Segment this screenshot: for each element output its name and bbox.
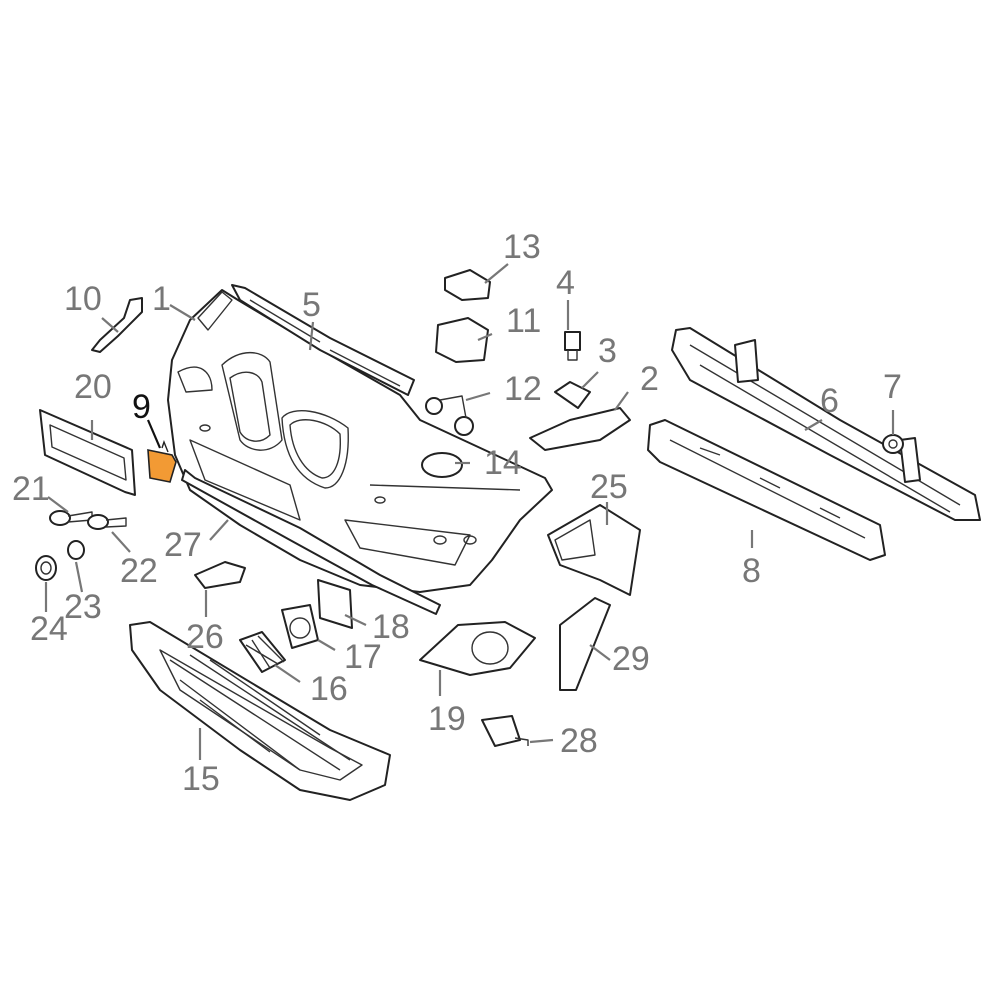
lower-lip-strip-part bbox=[181, 469, 441, 615]
leader-lines bbox=[44, 263, 895, 760]
callout-22: 22 bbox=[120, 552, 158, 590]
callout-18: 18 bbox=[372, 608, 410, 646]
upper-trim-strip-part bbox=[231, 284, 415, 396]
fog-lamp-part bbox=[419, 621, 536, 676]
callout-16: 16 bbox=[310, 670, 348, 708]
callout-19: 19 bbox=[428, 700, 466, 738]
callout-12: 12 bbox=[504, 370, 542, 408]
energy-absorber-part bbox=[647, 419, 886, 561]
callout-6: 6 bbox=[820, 382, 839, 420]
callout-9: 9 bbox=[132, 388, 151, 426]
clip-nut-part bbox=[554, 381, 591, 409]
callout-27: 27 bbox=[164, 526, 202, 564]
clip-26-part bbox=[194, 561, 246, 589]
mount-11-part bbox=[435, 317, 489, 363]
washer-24-part bbox=[35, 555, 57, 581]
callout-10: 10 bbox=[64, 280, 102, 318]
side-bracket-part bbox=[529, 407, 631, 451]
callout-2: 2 bbox=[640, 360, 659, 398]
license-plate-base-part bbox=[39, 409, 136, 496]
reflector-strip-part bbox=[559, 597, 611, 691]
screw-21-part bbox=[49, 510, 93, 526]
bracket-12-part bbox=[425, 395, 474, 436]
callout-21: 21 bbox=[12, 470, 50, 508]
bolt-part bbox=[564, 331, 581, 361]
callout-20: 20 bbox=[74, 368, 112, 406]
callout-14: 14 bbox=[484, 444, 522, 482]
callout-3: 3 bbox=[598, 332, 617, 370]
cover-plate-part bbox=[317, 579, 353, 629]
reinforcement-bar-part bbox=[671, 327, 981, 521]
callout-labels: 1 2 3 4 5 6 7 8 9 10 11 12 13 14 15 16 1… bbox=[12, 228, 902, 798]
sensor-part bbox=[481, 715, 529, 747]
nut-part bbox=[882, 434, 904, 454]
washer-23-part bbox=[67, 540, 85, 560]
callout-26: 26 bbox=[186, 618, 224, 656]
mesh-insert-part bbox=[239, 631, 286, 673]
washer-cap-part bbox=[421, 452, 463, 478]
air-duct-part bbox=[547, 504, 641, 596]
callout-7: 7 bbox=[883, 368, 902, 406]
bracket-highlighted-part bbox=[147, 439, 177, 483]
callout-8: 8 bbox=[742, 552, 761, 590]
callout-1: 1 bbox=[152, 280, 171, 318]
callout-17: 17 bbox=[344, 638, 382, 676]
callout-28: 28 bbox=[560, 722, 598, 760]
callout-25: 25 bbox=[590, 468, 628, 506]
lower-grille-part bbox=[129, 621, 391, 801]
wire-bracket-part bbox=[91, 297, 143, 353]
bumper-cover-part bbox=[167, 289, 553, 593]
callout-24: 24 bbox=[30, 610, 68, 648]
callout-11: 11 bbox=[506, 302, 541, 340]
mount-13-part bbox=[444, 269, 491, 301]
fog-bracket-part bbox=[281, 604, 319, 649]
callout-23: 23 bbox=[64, 588, 102, 626]
callout-13: 13 bbox=[503, 228, 541, 266]
callout-4: 4 bbox=[556, 264, 575, 302]
callout-29: 29 bbox=[612, 640, 650, 678]
callout-5: 5 bbox=[302, 286, 321, 324]
screw-22-part bbox=[87, 514, 127, 530]
callout-15: 15 bbox=[182, 760, 220, 798]
